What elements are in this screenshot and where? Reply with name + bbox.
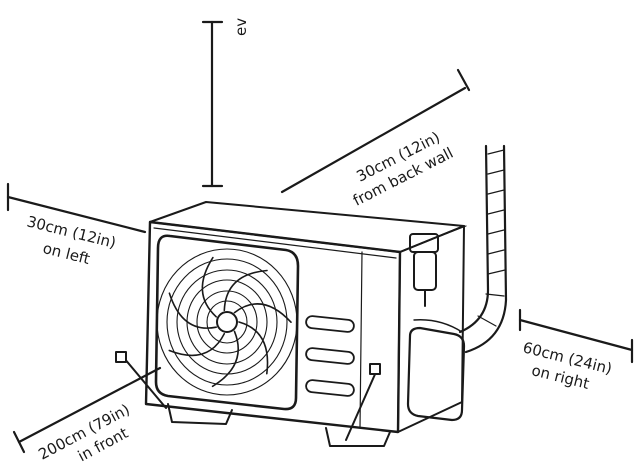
unit-front-face xyxy=(144,220,402,434)
fan-icon xyxy=(156,248,298,396)
top-clearance-label: ev xyxy=(232,18,250,36)
left-anchor-bolt xyxy=(115,351,167,409)
valve-cover xyxy=(406,326,466,422)
fan-blade xyxy=(233,303,292,323)
fan-blade xyxy=(238,321,269,375)
vent-slots xyxy=(305,315,355,397)
right-anchor-bolt xyxy=(345,363,381,441)
unit-feet xyxy=(167,403,391,447)
front-clearance-dimension xyxy=(12,366,162,454)
fan-blade xyxy=(223,269,268,312)
refrigerant-piping xyxy=(458,144,508,354)
fan-blade xyxy=(211,330,239,388)
fan-blade xyxy=(168,332,226,357)
back-clearance-dimension xyxy=(280,68,471,194)
fan-blade xyxy=(201,256,217,318)
outdoor-unit-illustration xyxy=(115,144,508,447)
top-clearance-dimension xyxy=(201,20,224,188)
service-valve xyxy=(409,233,439,307)
fan-grille-frame xyxy=(154,234,300,411)
right-clearance-dimension xyxy=(518,308,634,364)
fan-blade xyxy=(168,292,217,329)
left-clearance-dimension xyxy=(6,182,147,234)
